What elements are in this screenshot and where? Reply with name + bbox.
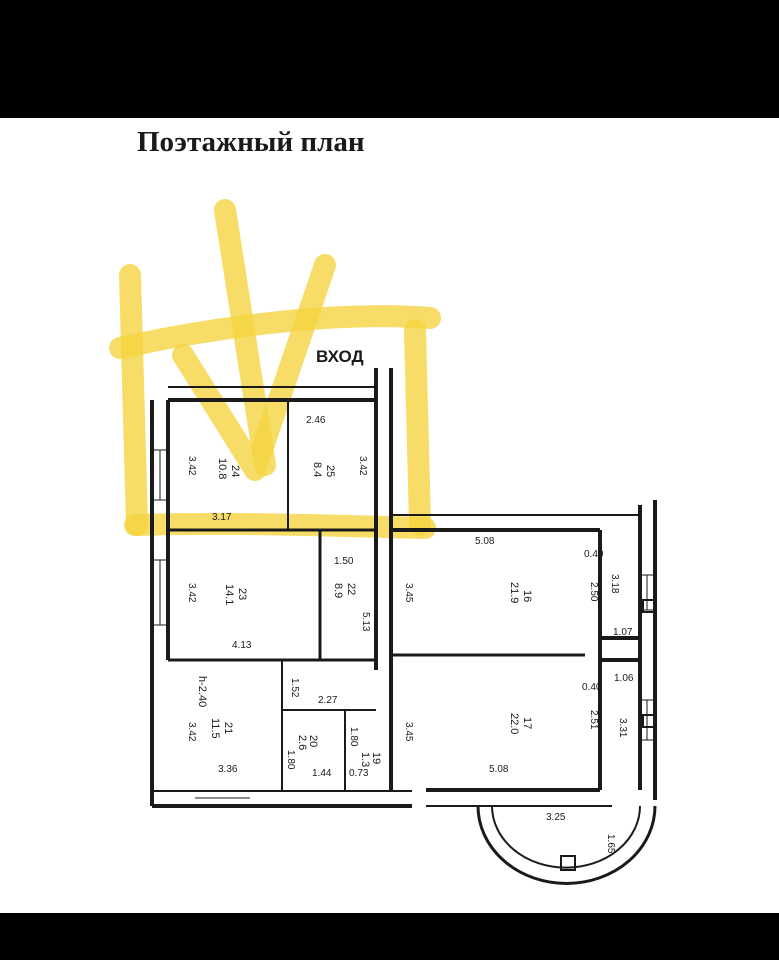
dimension: 0.40 xyxy=(582,682,602,693)
dimension: 3.18 xyxy=(609,574,620,594)
room-area: 2.6 xyxy=(296,735,308,750)
dimension: 0.73 xyxy=(349,768,369,779)
dimension: 3.36 xyxy=(218,764,238,775)
room-area: 8.4 xyxy=(311,462,323,477)
room-area: 21.9 xyxy=(508,582,520,603)
room-height: h-2.40 xyxy=(196,676,208,707)
dimension: 3.31 xyxy=(617,718,628,738)
dimension: 3.42 xyxy=(186,722,197,742)
room-area: 1.3 xyxy=(359,752,371,767)
dimension: 1.07 xyxy=(613,627,633,638)
room-area: 22.0 xyxy=(508,713,520,734)
room-label: 21 xyxy=(222,722,234,734)
dimension: 4.13 xyxy=(232,640,252,651)
dimension: 0.40 xyxy=(584,549,604,560)
room-label: 16 xyxy=(521,590,533,602)
dimension: 1.50 xyxy=(334,556,354,567)
entrance-label: ВХОД xyxy=(316,347,364,366)
room-label: 22 xyxy=(345,583,357,595)
dimension: 5.13 xyxy=(360,612,371,632)
dimension: 5.08 xyxy=(475,536,495,547)
room-area: 11.5 xyxy=(209,718,221,739)
dimension: 1.44 xyxy=(312,768,332,779)
room-label: 23 xyxy=(236,588,248,600)
dimension: 3.42 xyxy=(186,456,197,476)
bottom-black-bar xyxy=(0,913,779,960)
room-label: 17 xyxy=(521,717,533,729)
room-label: 24 xyxy=(229,465,241,477)
dimension: 3.45 xyxy=(403,722,414,742)
dimension: 5.08 xyxy=(489,764,509,775)
dimension: 2.51 xyxy=(588,710,599,730)
room-area: 10.8 xyxy=(216,458,228,479)
room-label: 25 xyxy=(324,465,336,477)
dimension: 2.50 xyxy=(588,582,599,602)
dimension: 3.17 xyxy=(212,512,232,523)
dimension: 2.27 xyxy=(318,695,338,706)
dimension: 3.45 xyxy=(403,583,414,603)
dimension: 1.80 xyxy=(285,750,296,770)
dimension: 3.42 xyxy=(357,456,368,476)
dimension: 1.52 xyxy=(289,678,300,698)
dimension: 1.65 xyxy=(605,834,616,854)
room-area: 8.9 xyxy=(332,583,344,598)
room-area: 14.1 xyxy=(223,584,235,605)
dimension: 2.46 xyxy=(306,415,326,426)
dimension: 1.06 xyxy=(614,673,634,684)
dimension: 3.25 xyxy=(546,812,566,823)
dimension: 3.42 xyxy=(186,583,197,603)
dimension: 1.80 xyxy=(348,727,359,747)
